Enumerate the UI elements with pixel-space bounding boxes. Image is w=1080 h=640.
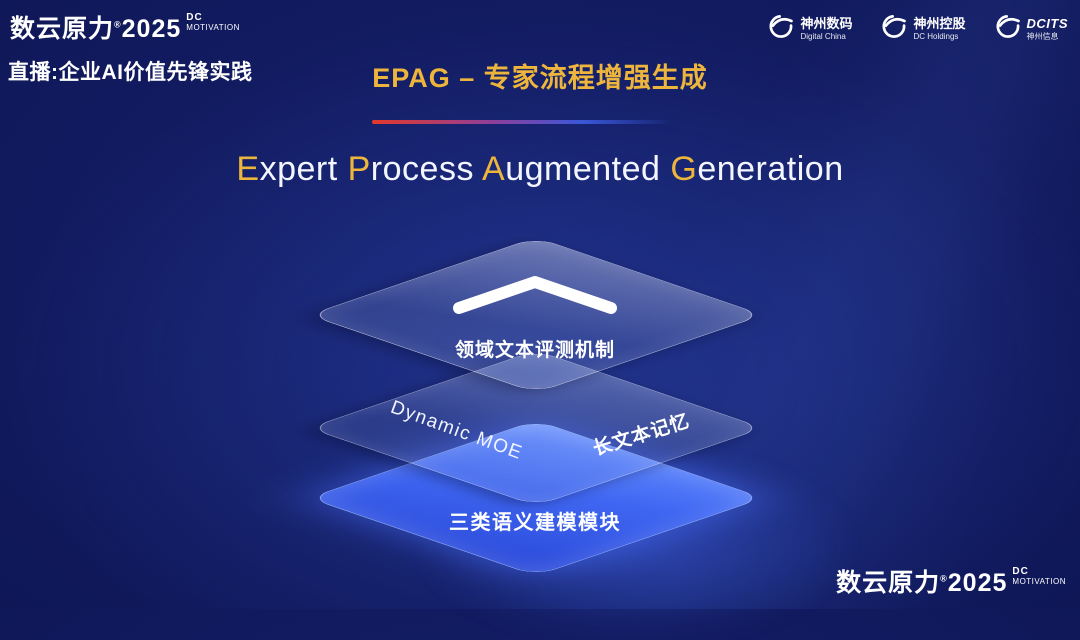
- bottom-layer-label: 三类语义建模模块: [449, 512, 621, 534]
- corporate-logo-bar: 神州数码 Digital China 神州控股 DC Holdings DCIT…: [767, 13, 1068, 45]
- heading-text: eneration: [697, 150, 844, 188]
- dc-holdings-logo: 神州控股 DC Holdings: [880, 13, 966, 45]
- heading-text: rocess: [370, 150, 483, 188]
- slide-title: EPAG – 专家流程增强生成: [372, 63, 708, 93]
- digital-china-logo: 神州数码 Digital China: [767, 13, 852, 45]
- footer-brand-tagline-bottom: MOTIVATION: [1012, 576, 1066, 586]
- footer-brand-year: 2025: [947, 569, 1008, 597]
- heading-initial: G: [670, 150, 698, 188]
- logo-name: 神州控股: [913, 15, 966, 31]
- layered-stack-diagram: 领域文本评测机制 Dynamic MOE 长文本记忆 三类语义建模模块: [295, 150, 855, 640]
- brand-tagline-top: DC: [186, 12, 203, 23]
- footer-brand-tagline-top: DC: [1012, 566, 1029, 577]
- footer-brand-name: 数云原力®2025: [836, 563, 1007, 599]
- footer-brand-reg-mark: ®: [940, 573, 948, 584]
- dc-holdings-logo-icon: [880, 13, 907, 45]
- logo-name: 神州数码: [800, 15, 853, 31]
- logo-subtitle: 神州信息: [1026, 31, 1059, 41]
- heading-text: xpert: [259, 150, 348, 188]
- live-stream-title: 直播:企业AI价值先锋实践: [8, 61, 253, 84]
- english-heading: Expert Process Augmented Generation: [0, 150, 1080, 189]
- brand-tagline: DC MOTIVATION: [186, 9, 240, 32]
- dcits-logo: DCITS 神州信息: [994, 13, 1069, 45]
- chevron-up-icon: [445, 272, 625, 323]
- logo-name: DCITS: [1026, 15, 1068, 31]
- heading-initial: P: [347, 150, 371, 188]
- heading-initial: A: [482, 150, 506, 188]
- footer-brand-logo: 数云原力®2025 DC MOTIVATION: [836, 563, 1066, 599]
- title-gradient-divider: [372, 120, 672, 124]
- footer-brand-cn-text: 数云原力: [836, 569, 941, 597]
- digital-china-logo-icon: [767, 13, 794, 45]
- brand-name: 数云原力®2025: [10, 9, 181, 45]
- dcits-logo-icon: [994, 13, 1021, 45]
- logo-subtitle: Digital China: [800, 31, 846, 41]
- heading-text: ugmented: [505, 150, 671, 188]
- top-layer-label: 领域文本评测机制: [454, 340, 615, 361]
- footer-brand-tagline: DC MOTIVATION: [1012, 563, 1066, 586]
- brand-logo: 数云原力®2025 DC MOTIVATION: [10, 9, 240, 45]
- logo-subtitle: DC Holdings: [913, 31, 959, 41]
- brand-reg-mark: ®: [114, 19, 122, 30]
- brand-cn-text: 数云原力: [10, 15, 115, 43]
- heading-initial: E: [236, 150, 260, 188]
- brand-year: 2025: [121, 15, 182, 43]
- brand-tagline-bottom: MOTIVATION: [186, 22, 240, 32]
